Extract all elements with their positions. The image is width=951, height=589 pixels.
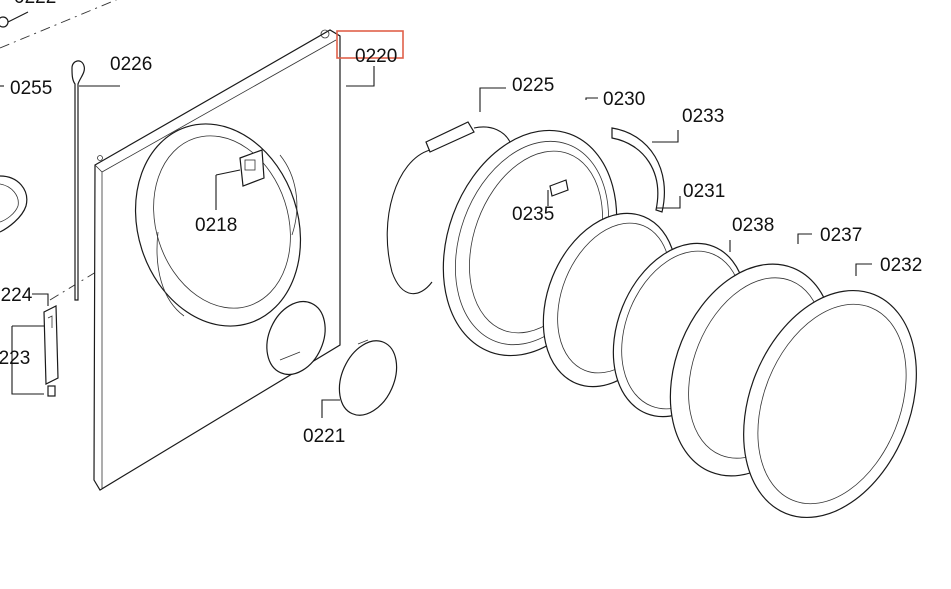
label-0238: 0238 bbox=[732, 215, 774, 236]
highlight-box-0220 bbox=[336, 30, 404, 59]
part-0223-hinge-pin[interactable] bbox=[11, 325, 56, 397]
label-0220: 0220 bbox=[355, 46, 397, 67]
label-0255: 0255 bbox=[10, 78, 52, 99]
label-0225: 0225 bbox=[512, 75, 554, 96]
leader-0220 bbox=[346, 66, 375, 87]
assembly-axis-top bbox=[0, 0, 118, 49]
part-0224-hinge[interactable] bbox=[32, 293, 59, 385]
label-0233: 0233 bbox=[682, 106, 724, 127]
part-0255[interactable] bbox=[0, 175, 28, 233]
label-0237: 0237 bbox=[820, 225, 862, 246]
part-0225-gasket[interactable] bbox=[386, 87, 511, 295]
part-0222[interactable] bbox=[0, 11, 29, 28]
label-0223: 0223 bbox=[0, 348, 30, 369]
label-0235: 0235 bbox=[512, 204, 554, 225]
label-0231: 0231 bbox=[683, 181, 725, 202]
label-0232: 0232 bbox=[880, 255, 922, 276]
label-0230: 0230 bbox=[603, 89, 645, 110]
label-0218: 0218 bbox=[195, 215, 237, 236]
part-0218-door-lock[interactable] bbox=[215, 149, 265, 210]
part-0221-service-flap[interactable] bbox=[321, 332, 408, 424]
part-0232-outer-door-ring[interactable] bbox=[712, 263, 949, 543]
label-0224: 0224 bbox=[0, 285, 33, 306]
label-0222: 0222 bbox=[14, 0, 56, 8]
part-0235-clip[interactable] bbox=[547, 179, 569, 206]
part-0220-front-panel[interactable] bbox=[93, 29, 341, 491]
label-0226: 0226 bbox=[110, 54, 152, 75]
part-0233-arc-bracket[interactable] bbox=[611, 127, 679, 213]
part-0226[interactable] bbox=[71, 60, 120, 301]
label-0221: 0221 bbox=[303, 426, 345, 447]
